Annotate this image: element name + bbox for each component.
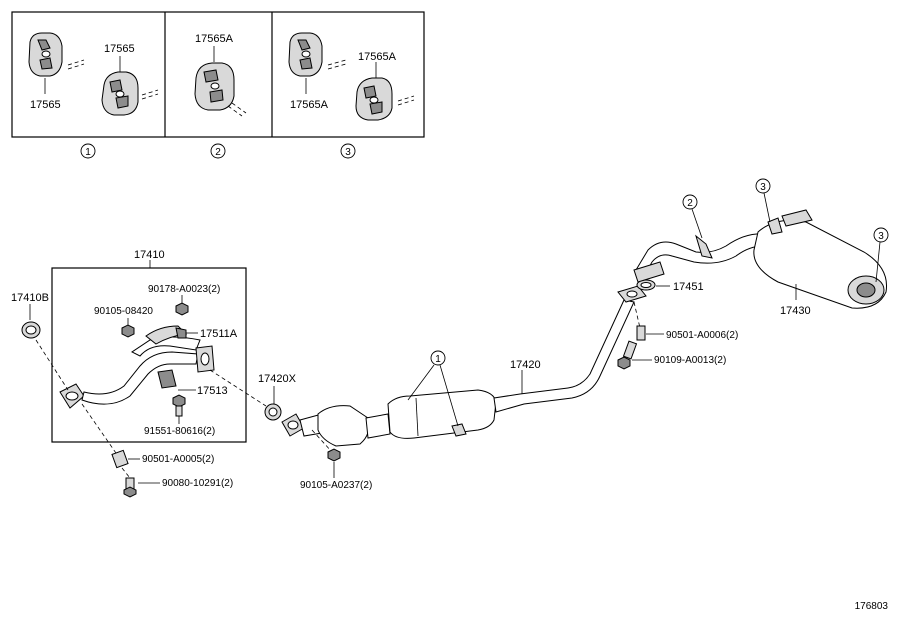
- part-label-90080: 90080-10291(2): [162, 478, 233, 489]
- cat-seam: [415, 397, 419, 437]
- rubber-hanger-icon: [28, 32, 63, 77]
- leader-line: [875, 241, 881, 283]
- front-pipe-group: 17410 17511A 90178-A0023(2) 9010: [51, 249, 247, 443]
- nut-icon: [175, 302, 189, 316]
- callout-muffler-hanger-top: 3: [755, 178, 771, 223]
- part-label-17565A-a: 17565A: [290, 99, 329, 111]
- tail-pipe-muffler: [633, 209, 888, 309]
- ring-gasket-icon: [21, 321, 41, 339]
- leader-dash: [121, 467, 131, 479]
- callout-2: 2: [210, 143, 226, 159]
- diagram-id: 176803: [855, 601, 889, 612]
- heat-insulator-icon: [145, 325, 188, 345]
- leader-dash: [141, 93, 159, 100]
- part-label-17513: 17513: [197, 385, 228, 397]
- leader-line: [763, 192, 771, 223]
- leader-dash: [397, 95, 415, 102]
- callout-cat-hangers: 1: [407, 350, 459, 427]
- leader-dash: [67, 63, 85, 70]
- center-exhaust-pipe: [281, 285, 647, 447]
- leader-dash: [227, 105, 243, 117]
- nut-group: 90105-A0237(2): [300, 429, 372, 491]
- svg-text:3: 3: [760, 182, 766, 193]
- inset-panel-1: 17565 17565: [28, 32, 159, 116]
- stud-icon: [636, 325, 646, 341]
- rubber-hanger-icon: [288, 32, 323, 77]
- leader-dash: [67, 59, 85, 66]
- leader-line: [691, 208, 703, 239]
- part-label-90105-A0237: 90105-A0237(2): [300, 480, 372, 491]
- rubber-hanger-icon: [194, 62, 235, 111]
- gasket-17420X: 17420X: [209, 369, 297, 421]
- nut-icon: [327, 448, 341, 462]
- callout-3: 3: [340, 143, 356, 159]
- part-label-17565A-b: 17565A: [358, 51, 397, 63]
- part-label-90501-A0005: 90501-A0005(2): [142, 454, 214, 465]
- part-label-17420: 17420: [510, 359, 541, 371]
- front-exhaust-pipe: [59, 336, 215, 409]
- part-label-17420X: 17420X: [258, 373, 297, 385]
- gasket-17410B: 17410B: [11, 292, 69, 391]
- svg-text:3: 3: [345, 147, 351, 158]
- part-label-17410: 17410: [134, 249, 165, 261]
- bolt-icon: [123, 477, 137, 498]
- svg-text:1: 1: [85, 147, 91, 158]
- svg-text:2: 2: [687, 198, 693, 209]
- leader-dash: [35, 339, 69, 391]
- part-label-17565-b: 17565: [104, 43, 135, 55]
- leader-dash: [81, 403, 119, 457]
- leader-dash: [141, 89, 159, 96]
- rear-stud-bolt-group: 90501-A0006(2) 90109-A0013(2): [617, 301, 738, 370]
- part-label-91551: 91551-80616(2): [144, 426, 215, 437]
- part-label-90501-A0006: 90501-A0006(2): [666, 330, 738, 341]
- part-label-17410B: 17410B: [11, 292, 49, 304]
- part-label-17430: 17430: [780, 305, 811, 317]
- svg-text:1: 1: [435, 354, 441, 365]
- leader-dash: [231, 102, 247, 114]
- front-pipe-frame: [51, 267, 247, 443]
- part-label-17511A: 17511A: [200, 328, 238, 340]
- inset-panel-2: 17565A: [194, 33, 247, 117]
- part-label-17565-a: 17565: [30, 99, 61, 111]
- part-label-17451: 17451: [673, 281, 704, 293]
- callout-1: 1: [80, 143, 96, 159]
- stud-icon: [111, 449, 129, 469]
- leader-line: [407, 364, 435, 401]
- bolt-icon: [617, 340, 638, 370]
- ring-gasket-icon: [264, 403, 282, 421]
- svg-text:2: 2: [215, 147, 221, 158]
- hanger-inset: 17565 17565 17565A: [11, 11, 425, 159]
- bolt-icon: [121, 324, 135, 338]
- leader-dash: [633, 301, 641, 329]
- callout-tailpipe-hanger: 2: [682, 194, 703, 239]
- svg-text:3: 3: [878, 231, 884, 242]
- part-label-17565A-center: 17565A: [195, 33, 234, 45]
- ring-gasket-icon: [636, 279, 656, 291]
- callout-muffler-hanger-right: 3: [873, 227, 889, 283]
- part-label-90178: 90178-A0023(2): [148, 284, 220, 295]
- leader-line: [439, 364, 459, 427]
- rubber-hanger-icon: [101, 71, 139, 116]
- gasket-17451: 17451: [636, 279, 704, 293]
- inset-frame: [11, 11, 425, 138]
- inset-panel-3: 17565A 17565A: [288, 32, 415, 121]
- part-label-90105-08420: 90105-08420: [94, 306, 153, 317]
- leader-dash: [311, 429, 333, 453]
- leader-dash: [327, 59, 347, 66]
- rubber-hanger-icon: [355, 77, 393, 121]
- leader-dash: [327, 63, 347, 70]
- bolt-icon: [172, 394, 186, 417]
- leader-dash: [397, 99, 415, 106]
- stud-bolt-group: 90501-A0005(2) 90080-10291(2): [81, 403, 233, 498]
- part-label-90109: 90109-A0013(2): [654, 355, 726, 366]
